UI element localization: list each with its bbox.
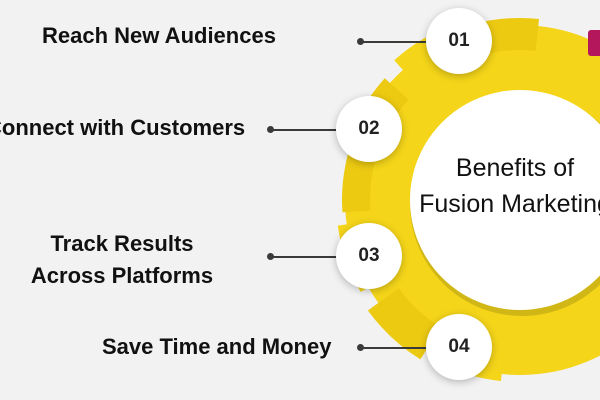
center-disc — [410, 90, 600, 310]
gear-tooth — [367, 288, 441, 360]
benefit-label-3-line-1: Track Results — [50, 231, 194, 256]
gear-tooth — [342, 150, 376, 213]
benefit-label-1: Reach New Audiences — [42, 23, 276, 48]
benefit-label-2: Connect with Customers — [0, 115, 246, 140]
center-title-line-2: Fusion Marketing — [419, 190, 600, 218]
number-badge-3: 03 — [336, 223, 402, 289]
benefit-label-3-line-2: Across Platforms — [30, 263, 214, 288]
connector-line-1 — [360, 41, 435, 43]
brand-tab — [588, 30, 600, 56]
center-title: Benefits of Fusion Marketing — [405, 150, 600, 222]
connector-line-2 — [270, 129, 345, 131]
benefit-label-3: Track Results Across Platforms — [24, 228, 220, 292]
benefit-label-4: Save Time and Money — [102, 334, 332, 359]
connector-line-3 — [270, 256, 345, 258]
number-badge-4: 04 — [426, 314, 492, 380]
number-badge-1: 01 — [426, 8, 492, 74]
connector-line-4 — [360, 347, 435, 349]
number-badge-2: 02 — [336, 96, 402, 162]
center-title-line-1: Benefits of — [455, 154, 575, 182]
